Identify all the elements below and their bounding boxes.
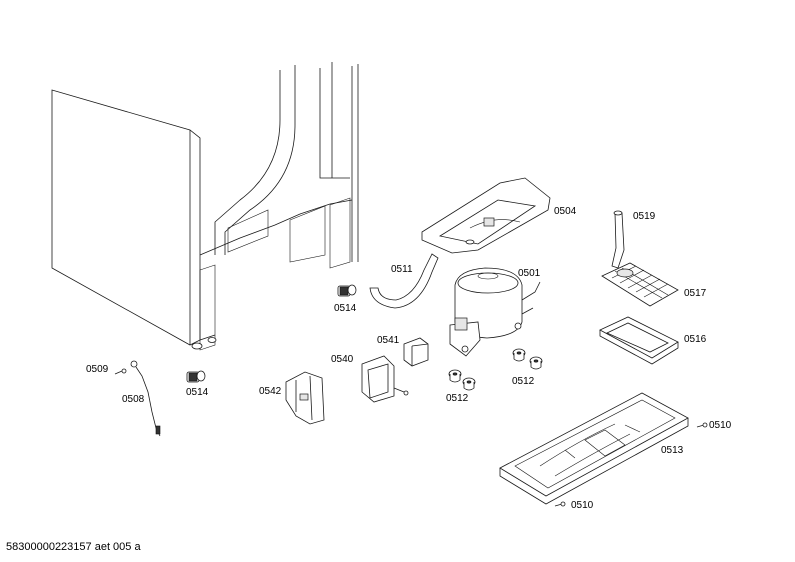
part-label-0512-a: 0512 — [446, 393, 469, 404]
cabinet-rear — [51, 62, 359, 351]
wire-0508 — [130, 360, 161, 437]
grommet-0514-b — [186, 370, 206, 383]
part-label-0517: 0517 — [684, 288, 707, 299]
screw-0510-a — [696, 422, 708, 428]
tube-0519 — [611, 210, 625, 269]
part-label-0514-b: 0514 — [186, 387, 209, 398]
grommet-0512-b — [512, 348, 543, 370]
part-label-0541: 0541 — [377, 335, 400, 346]
cover-0541 — [403, 337, 429, 367]
part-label-0501: 0501 — [518, 268, 541, 279]
grommet-0514-a — [337, 284, 357, 297]
hose-0511 — [369, 253, 439, 309]
screw-0510-b — [554, 501, 566, 507]
part-label-0513: 0513 — [661, 445, 684, 456]
document-footer-code: 58300000223157 aet 005 a — [6, 541, 141, 553]
part-label-0511: 0511 — [391, 264, 413, 275]
part-label-0542: 0542 — [259, 386, 282, 397]
relay-0540 — [361, 355, 409, 403]
compressor-0501 — [449, 267, 541, 357]
drip-tray-0504 — [421, 177, 551, 254]
tray-0516 — [599, 316, 679, 365]
screw-0509 — [114, 368, 127, 375]
grid-0517 — [601, 262, 679, 307]
base-plate-0513 — [499, 392, 689, 505]
grommet-0512-a — [448, 369, 476, 391]
part-label-0516: 0516 — [684, 334, 707, 345]
part-label-0510-a: 0510 — [709, 420, 732, 431]
part-label-0510-b: 0510 — [571, 500, 594, 511]
part-label-0540: 0540 — [331, 354, 354, 365]
bracket-0542 — [285, 371, 325, 425]
part-label-0509: 0509 — [86, 364, 109, 375]
part-label-0514-a: 0514 — [334, 303, 357, 314]
part-label-0508: 0508 — [122, 394, 145, 405]
part-label-0512-b: 0512 — [512, 376, 535, 387]
part-label-0519: 0519 — [633, 211, 656, 222]
part-label-0504: 0504 — [554, 206, 577, 217]
